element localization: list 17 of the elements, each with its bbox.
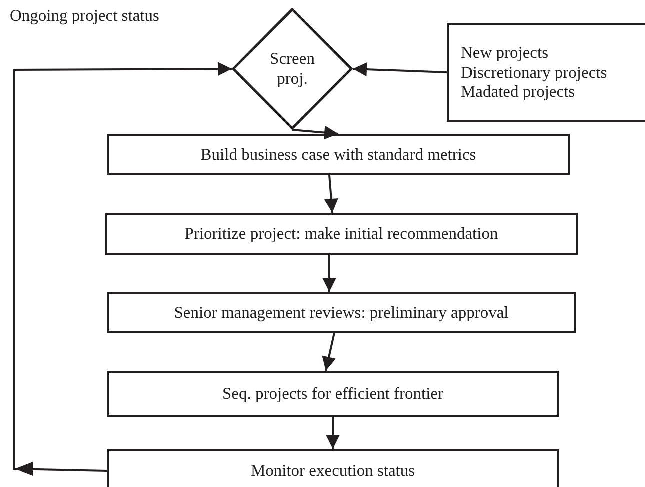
decision-diamond — [232, 8, 353, 130]
edge-label: Ongoing project status — [10, 6, 160, 26]
node-text: Seq. projects for efficient frontier — [222, 384, 444, 404]
process-box — [447, 23, 645, 122]
node-text: Senior management reviews: preliminary approval — [174, 302, 509, 322]
process-box — [107, 134, 570, 175]
node-text: Discretionary projects — [461, 62, 608, 82]
node-text: Monitor execution status — [250, 461, 416, 481]
process-box — [107, 371, 559, 417]
node-text: Screen proj. — [269, 49, 316, 89]
process-box — [105, 213, 578, 255]
node-text: Prioritize project: make initial recommendation — [184, 224, 498, 244]
process-box — [107, 449, 559, 487]
process-box — [107, 292, 576, 333]
node-text: Madated projects — [461, 82, 576, 102]
node-text: New projects — [461, 42, 549, 63]
node-text: Build business case with standard metrics — [200, 144, 476, 164]
